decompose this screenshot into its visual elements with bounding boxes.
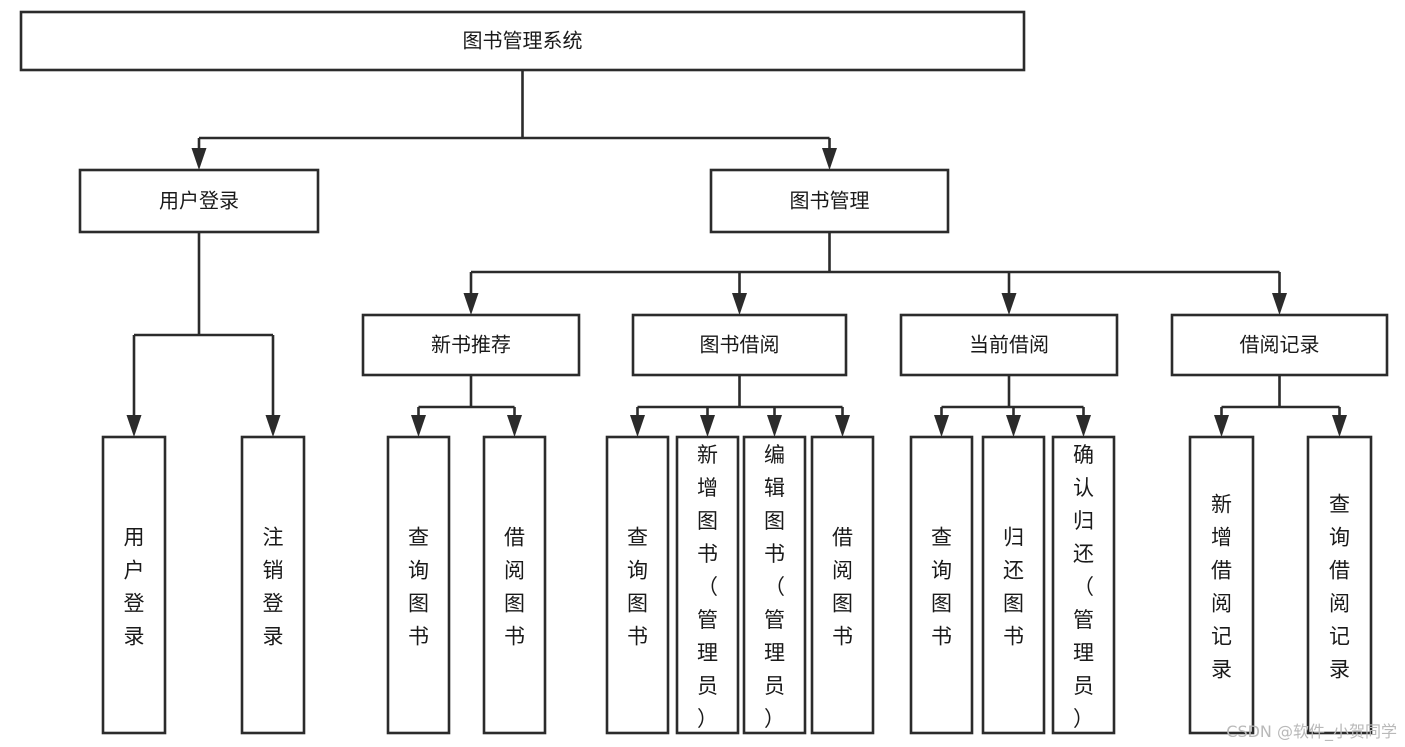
node-box-bb-edit-book[interactable]	[742, 435, 807, 735]
node-box-book-borrow[interactable]	[631, 313, 848, 377]
edge-current-borrow-arrow-1	[1006, 415, 1021, 437]
node-box-cb-query-book[interactable]	[909, 435, 974, 735]
node-label-br-add-record: 新增借阅记录	[1211, 493, 1232, 682]
node-box-user-login[interactable]	[78, 168, 320, 234]
edge-book-borrow-arrow-2	[767, 415, 782, 437]
node-bb-borrow-book[interactable]: 借阅图书	[810, 435, 875, 735]
node-label-book-borrow: 图书借阅	[700, 333, 780, 357]
watermark-label: CSDN @软件_小贺同学	[1226, 722, 1397, 741]
node-box-root[interactable]	[19, 10, 1026, 72]
node-label-current-borrow: 当前借阅	[969, 333, 1049, 357]
node-borrow-record[interactable]: 借阅记录	[1170, 313, 1389, 377]
node-label-nbr-borrow-book: 借阅图书	[504, 526, 525, 649]
node-new-book-recommend[interactable]: 新书推荐	[361, 313, 581, 377]
node-cb-return-book[interactable]: 归还图书	[981, 435, 1046, 735]
node-label-cb-query-book: 查询图书	[931, 526, 952, 649]
node-label-cb-confirm-return: 确认归还（管理员）	[1073, 443, 1094, 731]
node-user-login-do[interactable]: 用户登录	[101, 435, 167, 735]
node-user-login[interactable]: 用户登录	[78, 168, 320, 234]
node-cb-query-book[interactable]: 查询图书	[909, 435, 974, 735]
node-label-book-manage: 图书管理	[790, 189, 870, 213]
nodes-layer: 图书管理系统用户登录图书管理新书推荐图书借阅当前借阅借阅记录用户登录注销登录查询…	[19, 10, 1389, 735]
node-box-cb-return-book[interactable]	[981, 435, 1046, 735]
edge-borrow-record-arrow-0	[1214, 415, 1229, 437]
edge-user-login-arrow-0	[126, 415, 142, 437]
node-current-borrow[interactable]: 当前借阅	[899, 313, 1119, 377]
node-label-cb-return-book: 归还图书	[1003, 526, 1024, 649]
node-label-bb-edit-book: 编辑图书（管理员）	[764, 443, 785, 731]
edge-book-borrow-arrow-3	[835, 415, 850, 437]
node-box-br-add-record[interactable]	[1188, 435, 1255, 735]
node-user-logout[interactable]: 注销登录	[240, 435, 306, 735]
node-book-borrow[interactable]: 图书借阅	[631, 313, 848, 377]
edge-book-manage-arrow-0	[463, 293, 479, 315]
node-box-cb-confirm-return[interactable]	[1051, 435, 1116, 735]
node-bb-query-book[interactable]: 查询图书	[605, 435, 670, 735]
node-bb-edit-book[interactable]: 编辑图书（管理员）	[742, 435, 807, 735]
node-root[interactable]: 图书管理系统	[19, 10, 1026, 72]
node-label-bb-borrow-book: 借阅图书	[832, 526, 853, 649]
node-box-new-book-recommend[interactable]	[361, 313, 581, 377]
edge-root-arrow-0	[191, 148, 207, 170]
node-box-bb-add-book[interactable]	[675, 435, 740, 735]
edge-user-login-arrow-1	[265, 415, 281, 437]
node-label-user-login: 用户登录	[159, 189, 239, 213]
node-label-user-logout: 注销登录	[263, 526, 284, 649]
node-box-bb-borrow-book[interactable]	[810, 435, 875, 735]
node-nbr-borrow-book[interactable]: 借阅图书	[482, 435, 547, 735]
node-label-br-query-record: 查询借阅记录	[1329, 493, 1350, 682]
edge-book-manage-arrow-2	[1001, 293, 1017, 315]
node-bb-add-book[interactable]: 新增图书（管理员）	[675, 435, 740, 735]
node-label-user-login-do: 用户登录	[124, 526, 145, 649]
edge-book-borrow-arrow-1	[700, 415, 715, 437]
edge-book-borrow-arrow-0	[630, 415, 645, 437]
edge-book-manage-arrow-1	[732, 293, 747, 315]
edge-current-borrow-arrow-2	[1076, 415, 1091, 437]
edge-new-book-recommend-arrow-0	[411, 415, 426, 437]
node-label-bb-query-book: 查询图书	[627, 526, 648, 649]
edge-borrow-record-arrow-1	[1332, 415, 1347, 437]
edge-new-book-recommend-arrow-1	[507, 415, 522, 437]
node-box-user-login-do[interactable]	[101, 435, 167, 735]
node-label-bb-add-book: 新增图书（管理员）	[697, 443, 718, 731]
node-box-book-manage[interactable]	[709, 168, 950, 234]
node-nbr-query-book[interactable]: 查询图书	[386, 435, 451, 735]
node-label-root: 图书管理系统	[463, 29, 583, 53]
node-br-query-record[interactable]: 查询借阅记录	[1306, 435, 1373, 735]
edges-layer	[126, 70, 1347, 437]
edge-current-borrow-arrow-0	[934, 415, 949, 437]
node-box-bb-query-book[interactable]	[605, 435, 670, 735]
node-box-current-borrow[interactable]	[899, 313, 1119, 377]
node-box-nbr-borrow-book[interactable]	[482, 435, 547, 735]
node-br-add-record[interactable]: 新增借阅记录	[1188, 435, 1255, 735]
node-book-manage[interactable]: 图书管理	[709, 168, 950, 234]
node-box-nbr-query-book[interactable]	[386, 435, 451, 735]
node-box-br-query-record[interactable]	[1306, 435, 1373, 735]
edge-book-manage-arrow-3	[1272, 293, 1287, 315]
node-label-borrow-record: 借阅记录	[1240, 333, 1320, 357]
node-label-nbr-query-book: 查询图书	[408, 526, 429, 649]
node-box-user-logout[interactable]	[240, 435, 306, 735]
node-box-borrow-record[interactable]	[1170, 313, 1389, 377]
edge-root-arrow-1	[822, 148, 837, 170]
node-label-new-book-recommend: 新书推荐	[431, 333, 511, 357]
node-cb-confirm-return[interactable]: 确认归还（管理员）	[1051, 435, 1116, 735]
